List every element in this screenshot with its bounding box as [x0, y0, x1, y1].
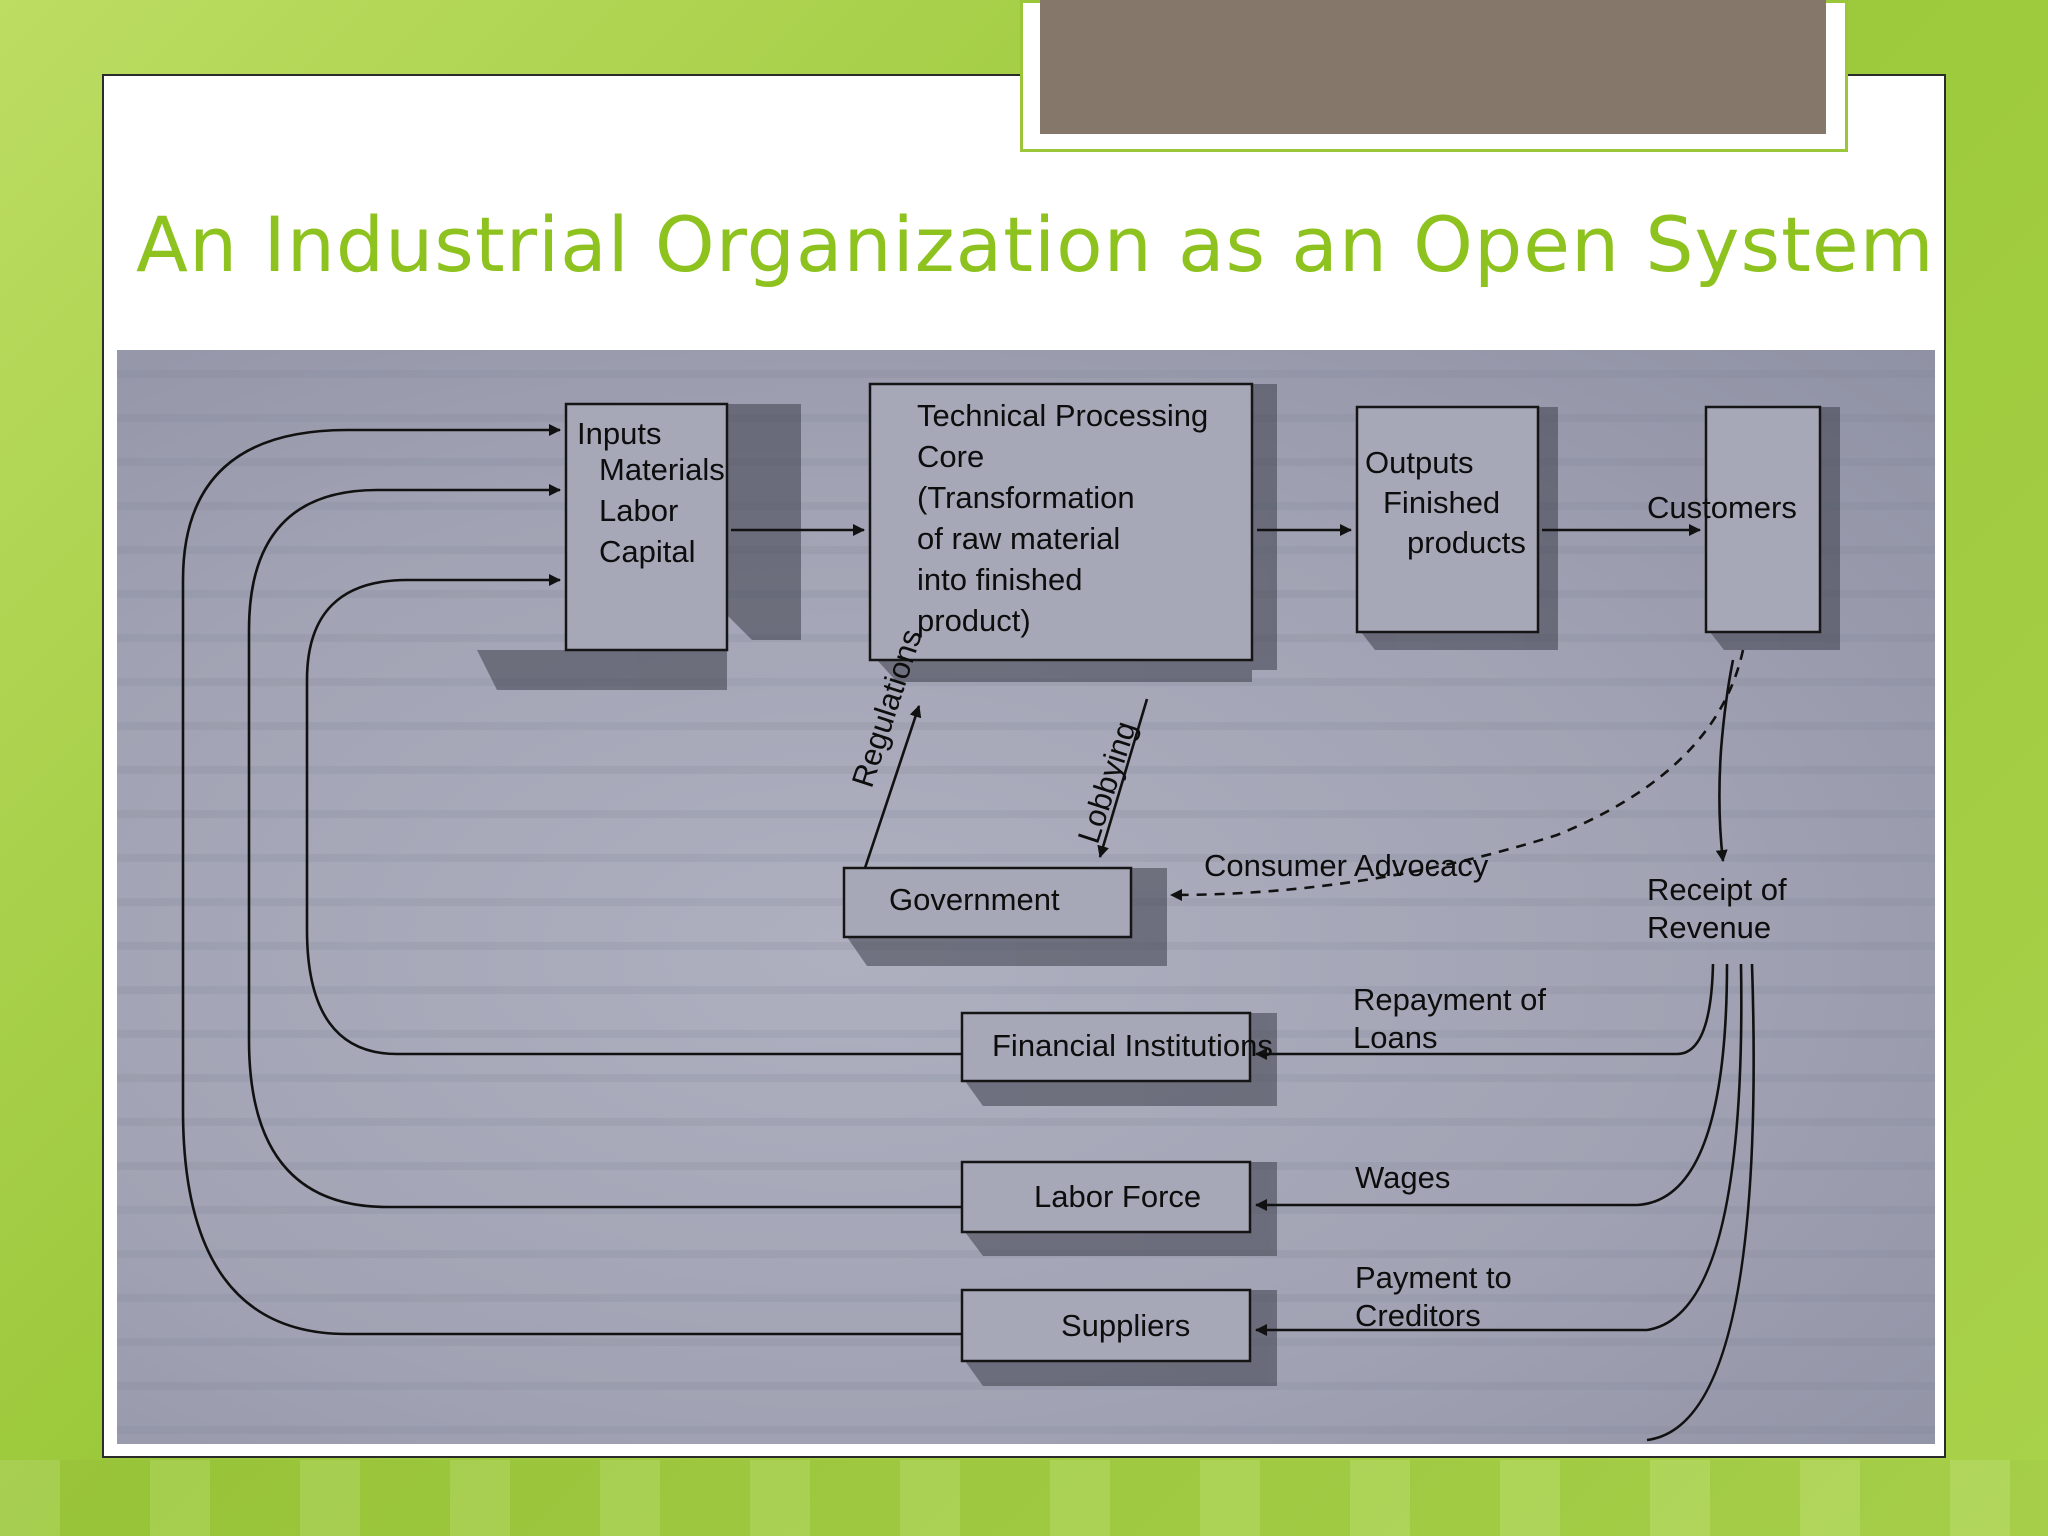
slide-header-tab — [1040, 0, 1826, 134]
arrow-labor-to-labor — [247, 484, 962, 1209]
payment-to-creditors-line-2: Creditors — [1355, 1298, 1481, 1333]
core-box — [868, 382, 1254, 662]
arrow-wages — [1255, 963, 1729, 1211]
government-box — [842, 866, 1133, 939]
outputs-products: products — [1407, 525, 1526, 560]
arrow-lobbying — [1097, 698, 1149, 858]
arrow-customers-to-revenue — [1715, 659, 1735, 862]
inputs-labor: Labor — [599, 493, 679, 528]
core-line-1: Technical Processing — [917, 398, 1209, 433]
payment-to-creditors-line-1: Payment to — [1355, 1260, 1512, 1295]
government-label: Government — [889, 882, 1060, 917]
suppliers-label: Suppliers — [1061, 1308, 1191, 1343]
core-line-4: of raw material — [917, 521, 1121, 556]
inputs-capital: Capital — [599, 534, 696, 569]
boxes — [564, 382, 1822, 1363]
suppliers-box — [960, 1288, 1252, 1363]
arrow-revenue-tail — [1646, 963, 1755, 1442]
box-shadows — [477, 384, 1840, 1386]
customers-box — [1704, 405, 1822, 634]
arrows — [181, 424, 1755, 1442]
repayment-of-loans-line-1: Repayment of — [1353, 982, 1546, 1017]
diagram-photo: Inputs Materials Labor Capital Technical… — [117, 350, 1935, 1444]
arrow-repayment-of-loans — [1255, 963, 1715, 1060]
background-stripes — [0, 1460, 2048, 1536]
outputs-heading: Outputs — [1365, 445, 1474, 480]
core-line-6: product) — [917, 603, 1031, 638]
core-line-5: into finished — [917, 562, 1083, 597]
consumer-advocacy-label: Consumer Advocacy — [1204, 848, 1489, 883]
arrow-suppliers-to-materials — [181, 424, 962, 1336]
outputs-box — [1355, 405, 1540, 634]
inputs-heading: Inputs — [577, 416, 662, 451]
labor-force-box — [960, 1160, 1252, 1234]
inputs-box — [564, 402, 729, 652]
core-line-3: (Transformation — [917, 480, 1135, 515]
financial-institutions-label: Financial Institutions — [992, 1028, 1273, 1063]
financial-institutions-box — [960, 1011, 1252, 1083]
customers-label: Customers — [1647, 490, 1797, 525]
arrow-regulations — [863, 705, 922, 869]
arrow-payment-to-creditors — [1255, 963, 1743, 1336]
receipt-of-revenue-line-1: Receipt of — [1647, 872, 1787, 907]
inputs-materials: Materials — [599, 452, 725, 487]
arrow-financial-to-capital — [305, 574, 962, 1056]
slide-title: An Industrial Organization as an Open Sy… — [136, 200, 1935, 289]
outputs-finished: Finished — [1383, 485, 1501, 520]
receipt-of-revenue-line-2: Revenue — [1647, 910, 1772, 945]
core-line-2: Core — [917, 439, 985, 474]
repayment-of-loans-line-2: Loans — [1353, 1020, 1438, 1055]
wages-label: Wages — [1355, 1160, 1451, 1195]
diagram-graphics — [117, 350, 1935, 1444]
labor-force-label: Labor Force — [1034, 1179, 1202, 1214]
